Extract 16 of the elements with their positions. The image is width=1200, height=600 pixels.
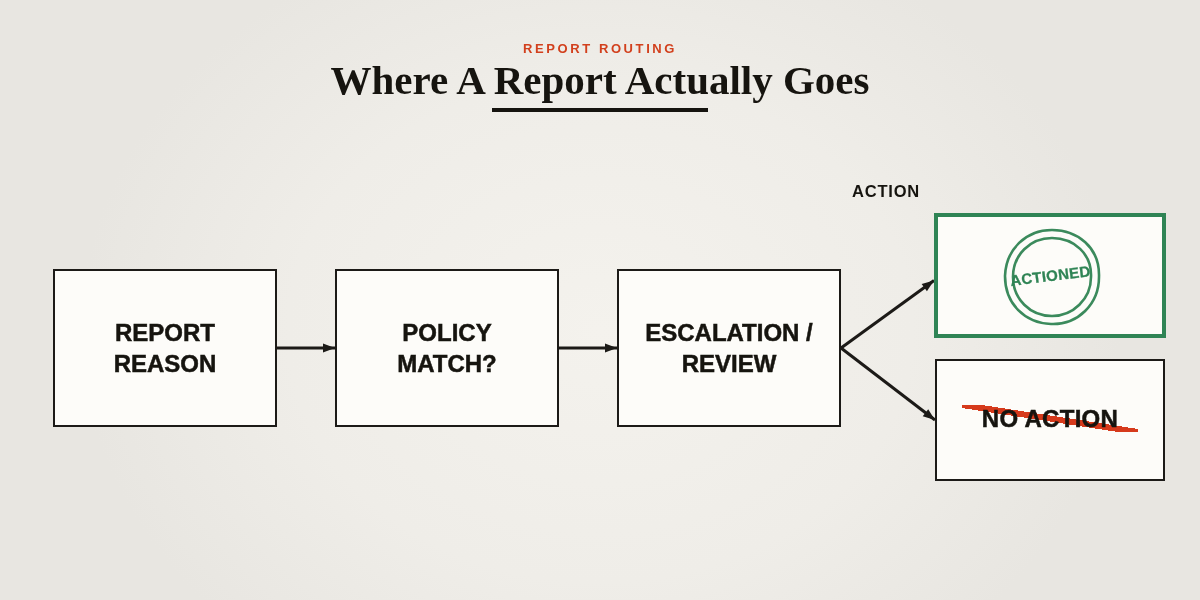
stamp-text: ACTIONED — [1008, 261, 1092, 290]
node-label: POLICY MATCH? — [396, 318, 498, 379]
process-box — [335, 269, 559, 427]
eyebrow-text: REPORT ROUTING — [522, 41, 678, 56]
process-box — [617, 269, 841, 427]
arrow — [277, 343, 335, 353]
arrow — [840, 346, 936, 422]
column-heading: ACTION — [852, 182, 921, 201]
arrow — [559, 343, 617, 353]
arrow — [840, 279, 935, 350]
outcome-box — [934, 213, 1166, 338]
process-box — [53, 269, 277, 427]
title: Where A Report Actually Goes — [330, 57, 870, 103]
node-label: REPORT REASON — [112, 318, 218, 379]
outcome-box — [935, 359, 1165, 481]
node-label: ESCALATION / REVIEW — [644, 318, 814, 379]
